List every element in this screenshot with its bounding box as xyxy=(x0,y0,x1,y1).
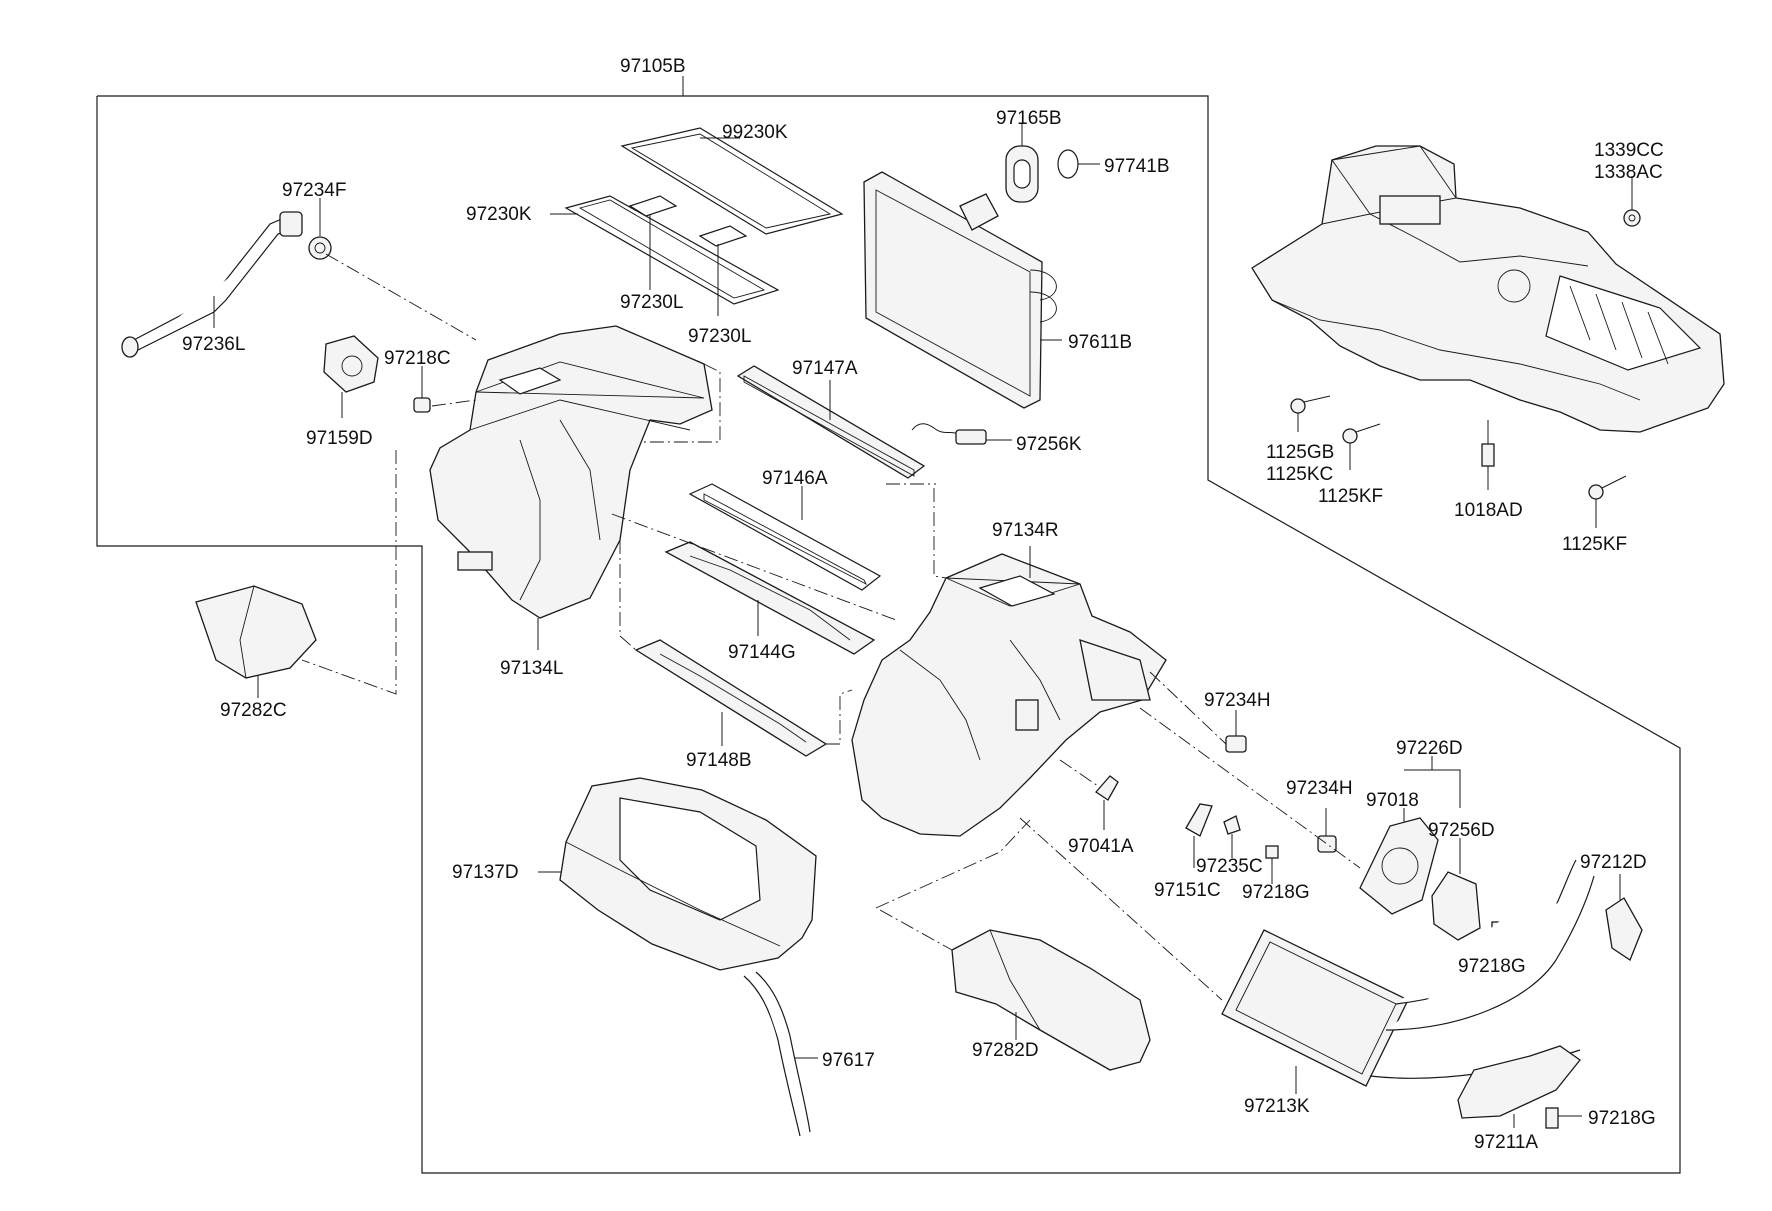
bracket-97226d xyxy=(1404,756,1461,808)
duct-97282d xyxy=(951,929,1151,1071)
label-97147a: 97147A xyxy=(792,358,858,379)
label-97617: 97617 xyxy=(822,1050,875,1071)
hose-97236l xyxy=(121,211,303,358)
filter-bar-97230l-b xyxy=(698,225,748,316)
label-97018: 97018 xyxy=(1366,790,1419,811)
evaporator-97611b xyxy=(863,171,1062,409)
actuator-97256d xyxy=(1431,838,1481,941)
heater-core-97213k xyxy=(1221,859,1595,1094)
label-97134l: 97134L xyxy=(500,658,563,679)
bolt-1125kf-b xyxy=(1588,475,1627,528)
bolt-1125kf-a xyxy=(1342,423,1381,470)
label-97256d: 97256D xyxy=(1428,820,1495,841)
label-97236l: 97236L xyxy=(182,334,245,355)
oring-97741b xyxy=(1057,149,1100,179)
link-97151c xyxy=(1185,803,1213,868)
label-97741b: 97741B xyxy=(1104,156,1170,177)
motor-97018 xyxy=(1359,808,1439,915)
label-97230k: 97230K xyxy=(466,204,532,225)
label-97218g-a: 97218G xyxy=(1242,882,1310,903)
label-97105b: 97105B xyxy=(620,56,686,77)
door-97144g xyxy=(664,541,876,655)
label-97212d: 97212D xyxy=(1580,852,1647,873)
assembly-lines xyxy=(301,253,1361,1001)
label-97148b: 97148B xyxy=(686,750,752,771)
sensor-97256k xyxy=(911,423,1012,445)
label-97041a: 97041A xyxy=(1068,836,1134,857)
label-1125gb: 1125GB xyxy=(1266,442,1334,463)
label-97146a: 97146A xyxy=(762,468,828,489)
bolt-1018ad xyxy=(1481,420,1495,490)
label-97611b: 97611B xyxy=(1068,332,1132,353)
screw-97218g-c xyxy=(1545,1107,1582,1129)
cap-97212d xyxy=(1605,874,1643,961)
filter-bar-97230l-a xyxy=(628,195,678,290)
label-97151c: 97151C xyxy=(1154,880,1221,901)
bolt-1125gb xyxy=(1290,395,1331,432)
door-97146a xyxy=(688,483,882,591)
fitting-97234f xyxy=(308,198,332,260)
label-97137d: 97137D xyxy=(452,862,519,883)
label-1339cc: 1339CC xyxy=(1594,140,1664,161)
label-1338ac: 1338AC xyxy=(1594,162,1663,183)
label-97211a: 97211A xyxy=(1474,1132,1538,1153)
assembled-hvac-unit xyxy=(1251,145,1725,433)
screw-97218c xyxy=(413,366,431,413)
label-97226d: 97226D xyxy=(1396,738,1463,759)
bracket-97211a xyxy=(1457,1045,1581,1128)
label-97218g-b: 97218G xyxy=(1458,956,1526,977)
clip-97234h-a xyxy=(1225,710,1247,753)
label-99230k: 99230K xyxy=(722,122,788,143)
label-97159d: 97159D xyxy=(306,428,373,449)
clip-97234h-b xyxy=(1317,808,1337,853)
nut-1339cc xyxy=(1623,176,1641,227)
case-97137d xyxy=(538,777,817,971)
label-97218c: 97218C xyxy=(384,348,451,369)
case-97134r xyxy=(851,546,1167,837)
duct-97282c xyxy=(195,585,317,698)
label-97234f: 97234F xyxy=(282,180,346,201)
label-97144g: 97144G xyxy=(728,642,796,663)
label-1125kf-a: 1125KF xyxy=(1318,486,1383,507)
label-97282d: 97282D xyxy=(972,1040,1039,1061)
case-97134l xyxy=(429,325,713,650)
seal-97165b xyxy=(1005,124,1039,203)
label-97134r: 97134R xyxy=(992,520,1059,541)
label-97218g-c: 97218G xyxy=(1588,1108,1656,1129)
door-97147a xyxy=(736,365,926,479)
screw-97218g-a xyxy=(1265,845,1279,884)
actuator-97159d xyxy=(323,335,379,418)
hose-97617 xyxy=(743,971,818,1137)
label-1018ad: 1018AD xyxy=(1454,500,1523,521)
filter-99230k xyxy=(620,127,844,235)
label-97235c: 97235C xyxy=(1196,856,1263,877)
label-97256k: 97256K xyxy=(1016,434,1082,455)
label-97165b: 97165B xyxy=(996,108,1062,129)
assembly-frame xyxy=(96,76,1681,1174)
label-1125kf-b: 1125KF xyxy=(1562,534,1627,555)
filter-frame-97230k xyxy=(550,195,780,305)
lever-97041a xyxy=(1095,775,1119,830)
label-97234h-b: 97234H xyxy=(1286,778,1353,799)
clip-97235c xyxy=(1223,815,1241,858)
label-97230l-b: 97230L xyxy=(688,326,751,347)
part-labels: 97105B 99230K 97165B 97741B 1339CC 1338A… xyxy=(182,56,1664,1153)
label-97213k: 97213K xyxy=(1244,1096,1310,1117)
label-97282c: 97282C xyxy=(220,700,287,721)
label-97234h-a: 97234H xyxy=(1204,690,1271,711)
label-97230l-a: 97230L xyxy=(620,292,683,313)
label-1125kc: 1125KC xyxy=(1266,464,1333,485)
